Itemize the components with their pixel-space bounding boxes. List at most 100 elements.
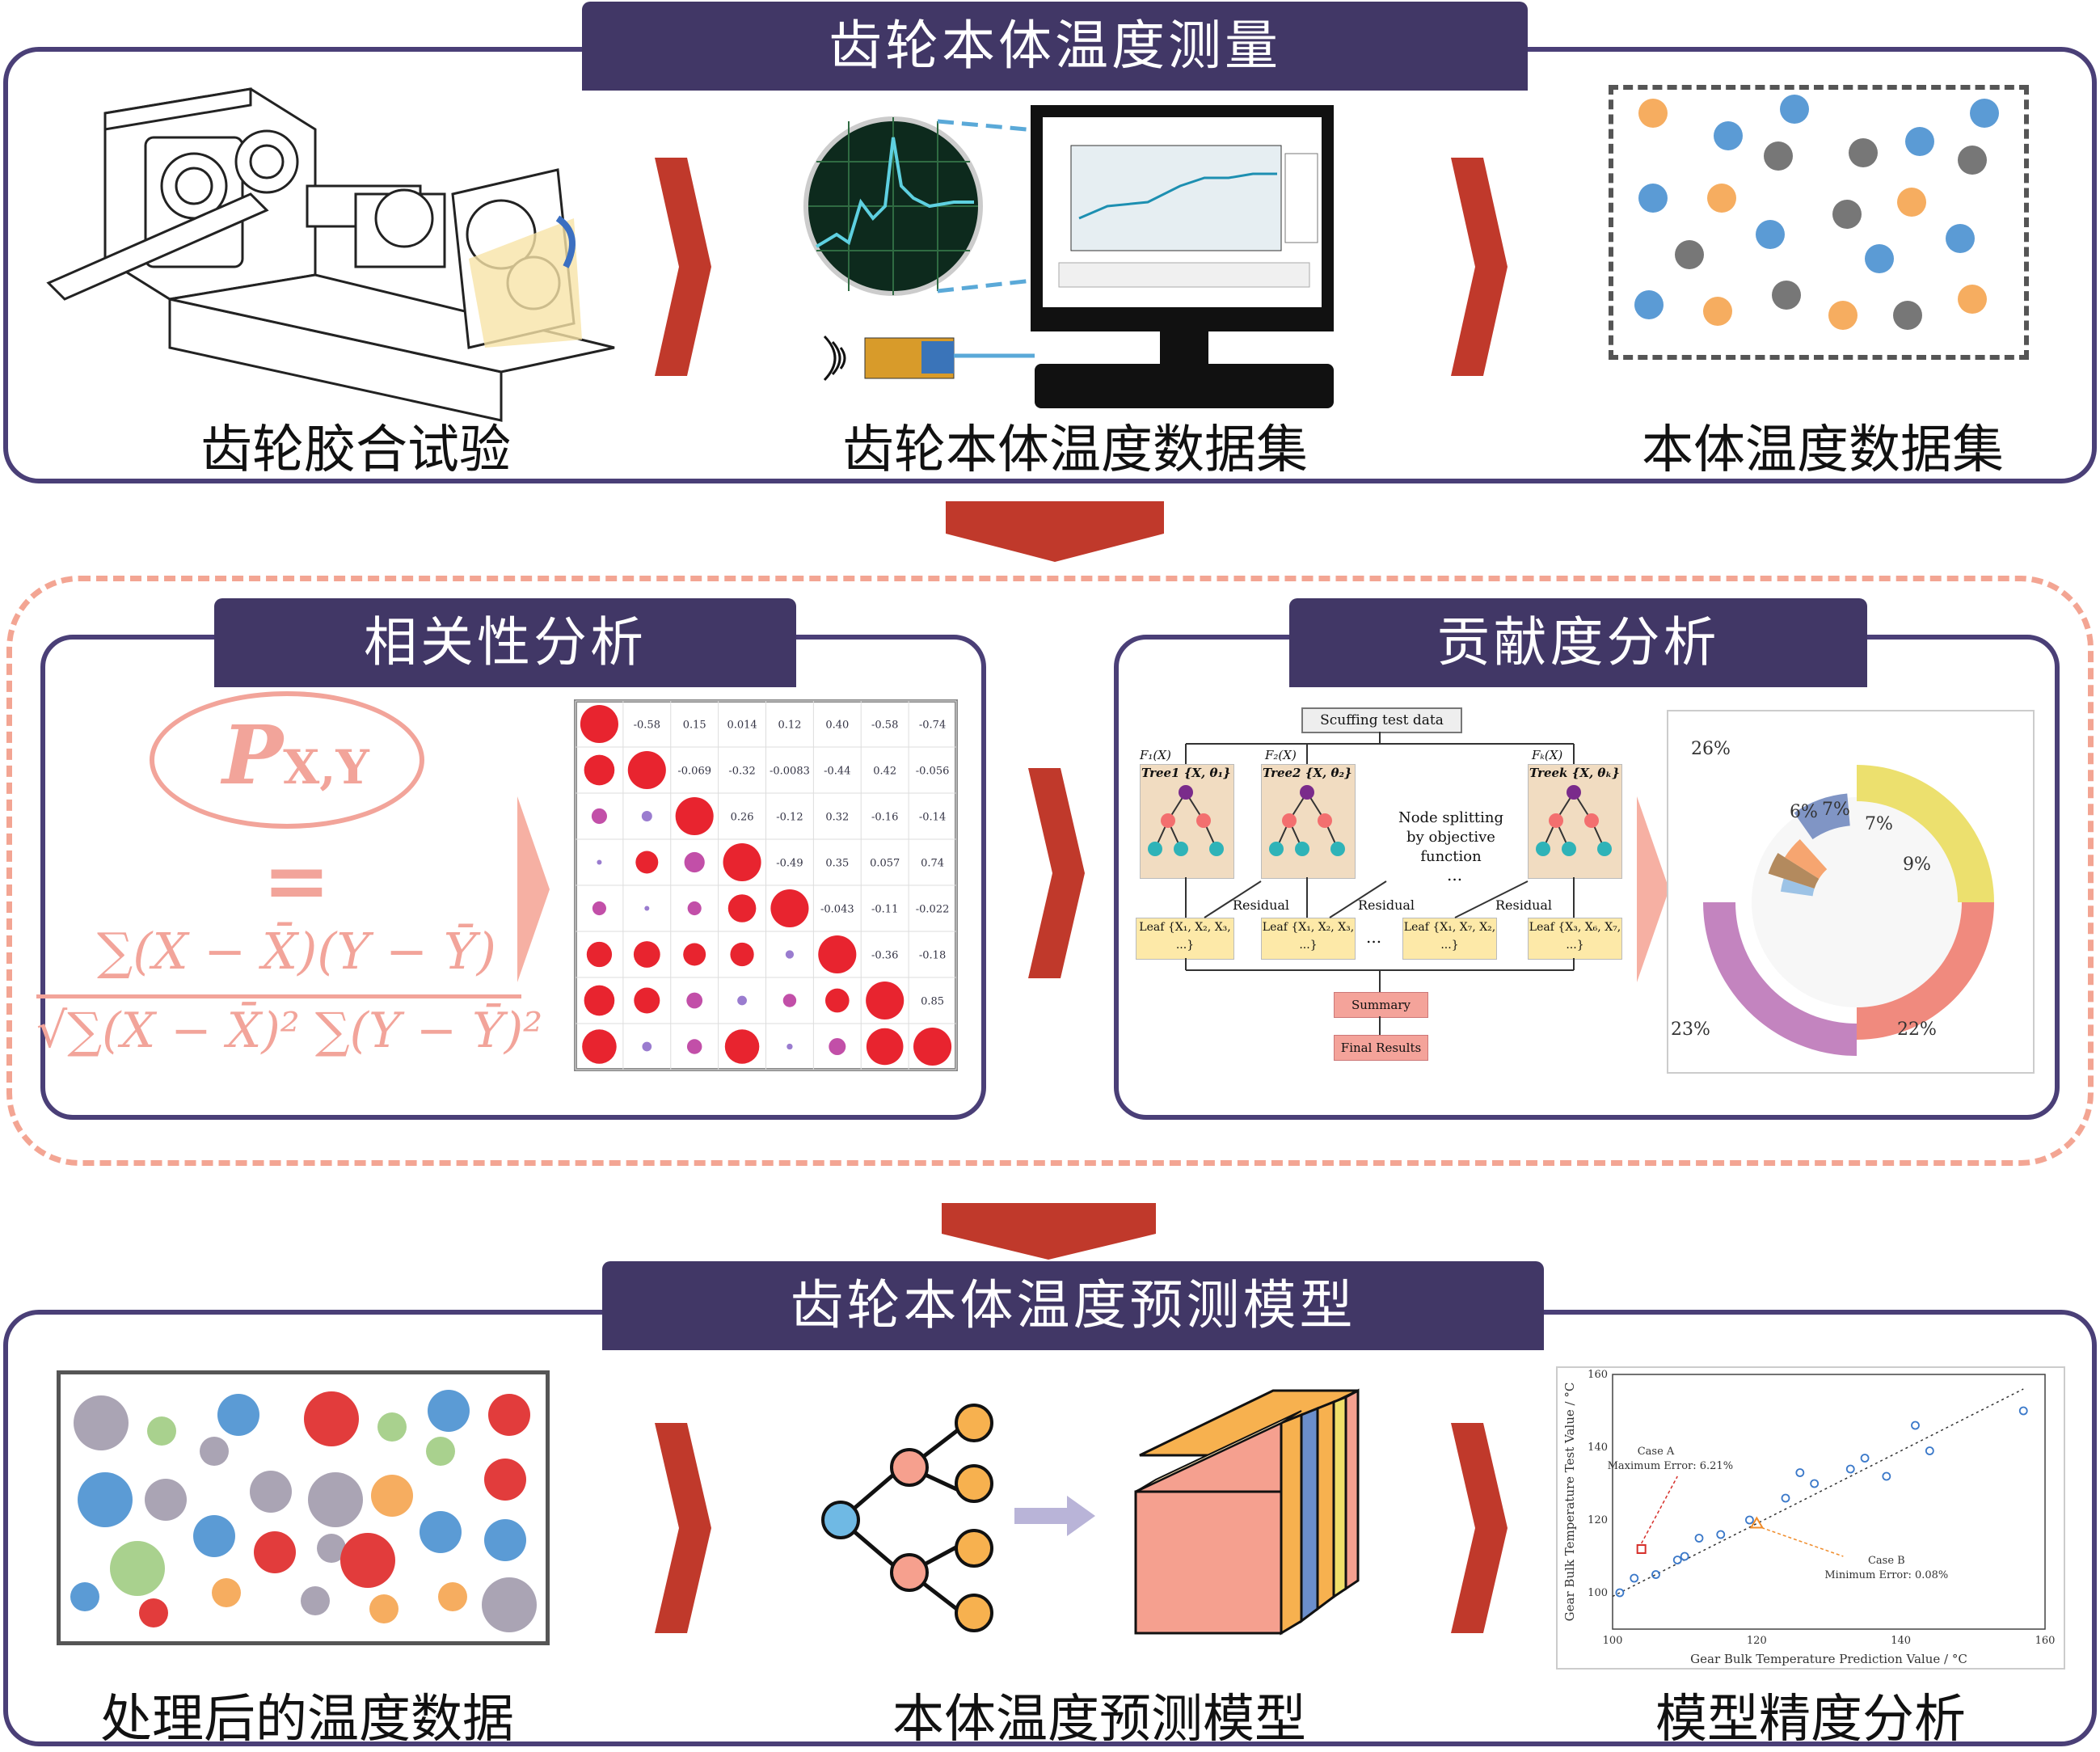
matrix-cell-value: 0.12 xyxy=(778,720,801,732)
matrix-dot xyxy=(684,851,705,873)
matrix-cell-value: -0.0083 xyxy=(770,766,810,778)
scatter-point xyxy=(1795,1468,1805,1477)
formula-oval xyxy=(150,691,424,829)
xgb-residual-3: Residual xyxy=(1495,897,1553,913)
y-axis-label: Gear Bulk Temperature Test Value / °C xyxy=(1562,1383,1577,1622)
matrix-dot xyxy=(634,987,660,1014)
tree-leaf-node xyxy=(1330,842,1345,856)
matrix-dot xyxy=(724,1029,760,1064)
matrix-dot xyxy=(824,988,850,1013)
matrix-diagonal-dot xyxy=(723,842,761,882)
bottom-panel-title: 齿轮本体温度预测模型 xyxy=(602,1261,1544,1350)
xgb-tree2 xyxy=(1261,764,1356,879)
tree-leaf-node xyxy=(1536,842,1550,856)
case-a-leader xyxy=(1641,1475,1678,1544)
x-axis-label: Gear Bulk Temperature Prediction Value /… xyxy=(1690,1652,1967,1666)
xgb-leaf-4: Leaf {X₃, X₆, X₇, ...} xyxy=(1528,918,1622,960)
matrix-cell-value: 0.014 xyxy=(727,720,757,732)
scatter-point xyxy=(1810,1479,1820,1488)
correlation-panel-title: 相关性分析 xyxy=(214,598,796,687)
caption-processed-temperature-data: 处理后的温度数据 xyxy=(100,1690,514,1750)
arrow-right-icon xyxy=(517,796,550,982)
matrix-cell-value: -0.043 xyxy=(820,904,854,916)
donut-segment xyxy=(1784,838,1828,879)
scatter-point xyxy=(2018,1406,2028,1416)
tree-node xyxy=(1549,813,1563,828)
case-b-marker xyxy=(1749,1516,1765,1529)
accuracy-chart-frame xyxy=(1556,1366,2065,1670)
x-tick-label: 140 xyxy=(1891,1635,1911,1647)
matrix-cell-value: 0.74 xyxy=(921,858,944,870)
top-panel-title: 齿轮本体温度测量 xyxy=(582,2,1528,91)
donut-segment xyxy=(1780,878,1815,897)
matrix-cell-value: 0.15 xyxy=(683,720,706,732)
matrix-cell-value: -0.14 xyxy=(919,812,946,824)
matrix-cell-value: 0.057 xyxy=(870,858,900,870)
xgb-input-box: Scuffing test data xyxy=(1301,707,1462,733)
y-tick-label: 120 xyxy=(1588,1514,1608,1526)
xgb-connectors xyxy=(1148,732,1612,1035)
matrix-dot xyxy=(866,1028,904,1066)
donut-label: 26% xyxy=(1691,739,1731,759)
arrow-right-icon xyxy=(1028,768,1085,978)
matrix-cell-value: -0.44 xyxy=(824,766,850,778)
xgb-residual-1: Residual xyxy=(1233,897,1290,913)
matrix-cell-value: -0.49 xyxy=(776,858,803,870)
tree-node xyxy=(1282,813,1297,828)
tree-leaf-node xyxy=(1148,842,1162,856)
donut-label: 22% xyxy=(1897,1020,1937,1040)
scatter-point xyxy=(1651,1570,1660,1579)
matrix-cell-value: 0.85 xyxy=(921,996,944,1008)
tree-leaf-node xyxy=(1562,842,1576,856)
gear-test-rig-drawing xyxy=(46,87,615,422)
matrix-diagonal-dot xyxy=(913,1027,952,1066)
processed-data-dots xyxy=(70,1390,537,1632)
matrix-dot xyxy=(730,942,754,967)
matrix-dot xyxy=(586,941,613,968)
dataset-dashed-box xyxy=(1609,85,2029,360)
scatter-point xyxy=(1694,1534,1704,1543)
matrix-diagonal-dot xyxy=(627,750,666,790)
arrow-right-icon xyxy=(1451,158,1508,376)
tree-node xyxy=(1196,813,1211,828)
analysis-dashed-frame xyxy=(6,576,2094,1166)
case-a-error: Maximum Error: 6.21% xyxy=(1608,1460,1733,1472)
y-tick-label: 100 xyxy=(1588,1587,1608,1599)
tree-root-node xyxy=(1567,785,1581,800)
xgb-leaf-2: Leaf {X₁, X₂, X₃, ...} xyxy=(1261,918,1356,960)
y-tick-label: 160 xyxy=(1588,1369,1608,1381)
scatter-point xyxy=(1615,1588,1625,1598)
arrow-down-icon xyxy=(942,1203,1156,1260)
matrix-dot xyxy=(686,992,703,1009)
donut-segment xyxy=(1794,793,1850,840)
caption-gear-scuffing-test: 齿轮胶合试验 xyxy=(200,420,511,480)
scatter-point xyxy=(1630,1573,1639,1583)
fit-line xyxy=(1612,1388,2024,1598)
arrow-right-icon xyxy=(1637,796,1669,982)
contribution-panel-title: 贡献度分析 xyxy=(1289,598,1867,687)
formula-denominator: √∑(X − X̄)² ∑(Y − Ȳ)² xyxy=(36,1003,543,1059)
matrix-cell-value: -0.36 xyxy=(871,950,898,962)
y-tick-label: 140 xyxy=(1588,1442,1608,1454)
case-b-leader xyxy=(1761,1526,1844,1557)
matrix-cell-value: 0.26 xyxy=(731,812,754,824)
formula-numerator: ∑(X − X̄)(Y − Ȳ) xyxy=(97,922,496,981)
tree-leaf-node xyxy=(1174,842,1188,856)
matrix-cell-value: -0.11 xyxy=(871,904,898,916)
scatter-point xyxy=(1925,1446,1934,1455)
matrix-cell-value: -0.022 xyxy=(916,904,950,916)
tree-root-node xyxy=(1300,785,1314,800)
donut-label: 7% xyxy=(1865,814,1893,834)
xgb-tree2-label: Tree2 {X, θ₂} xyxy=(1263,766,1352,780)
matrix-diagonal-dot xyxy=(675,796,714,836)
xgb-tree1-label: Tree1 {X, θ₁} xyxy=(1141,766,1231,780)
tree-leaf-node xyxy=(1269,842,1284,856)
matrix-dot xyxy=(737,995,747,1006)
tree-root-node xyxy=(1179,785,1193,800)
matrix-dot xyxy=(597,859,602,865)
matrix-cell-value: 0.40 xyxy=(825,720,849,732)
matrix-cell-value: 0.35 xyxy=(825,858,849,870)
xgb-treek xyxy=(1528,764,1622,879)
